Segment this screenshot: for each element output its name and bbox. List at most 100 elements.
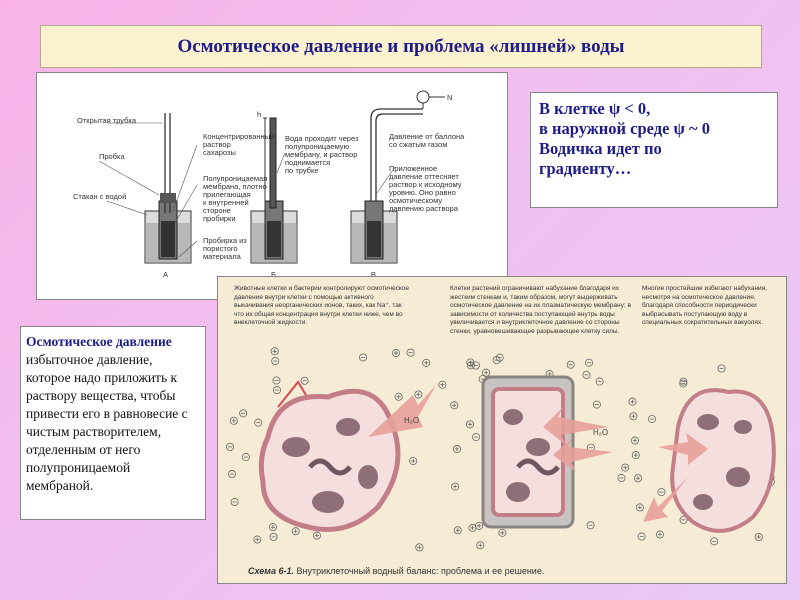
ion-symbol <box>241 453 250 462</box>
label-membrane-2: мембрана, плотно <box>203 182 267 191</box>
ion-symbol <box>472 433 481 442</box>
plant-cell <box>481 375 613 529</box>
scheme-caption-bold: Схема 6-1. <box>248 566 294 576</box>
ion-symbol <box>450 401 459 410</box>
ion-symbol <box>300 376 309 385</box>
ion-symbol <box>392 349 401 358</box>
plus-sign <box>500 530 505 535</box>
ion-symbol <box>629 412 638 421</box>
label-applied-6: давлению раствора <box>389 204 459 213</box>
scheme-caption-text: Внутриклеточный водный баланс: проблема … <box>296 566 545 576</box>
plus-sign <box>293 529 298 534</box>
label-water-4: поднимается <box>285 158 330 167</box>
label-pressure-1: Давление от баллона <box>389 132 465 141</box>
plus-sign <box>756 535 761 540</box>
note-line-3: Водичка идет по <box>539 139 662 158</box>
osmotic-pressure-definition: Осмотическое давление избыточное давлени… <box>20 326 206 520</box>
plus-sign <box>255 537 260 542</box>
ion-symbol <box>312 531 321 540</box>
plus-sign <box>424 360 429 365</box>
ion-symbol <box>272 376 281 385</box>
ion-symbol <box>582 370 591 379</box>
h2o-label-2: H₂O <box>593 428 608 437</box>
figure-a <box>144 113 192 264</box>
ion-symbol <box>406 348 415 357</box>
ion-symbol <box>226 442 235 451</box>
label-concentrated-2: раствор <box>203 140 231 149</box>
label-beaker: Стакан с водой <box>73 192 126 201</box>
ion-symbol <box>595 377 604 386</box>
plus-sign <box>455 528 460 533</box>
label-membrane-5: стороне <box>203 206 231 215</box>
ion-symbol <box>637 532 646 541</box>
ion-symbol <box>409 457 418 466</box>
figure-c <box>350 90 445 264</box>
ion-symbol <box>270 347 279 356</box>
plus-sign <box>454 447 459 452</box>
definition-body: избыточное давление, которое надо прилож… <box>26 352 188 493</box>
label-membrane-4: к внутренней <box>203 198 249 207</box>
plus-sign <box>631 414 636 419</box>
ion-symbol <box>710 537 719 546</box>
label-applied-3: раствор к исходному <box>389 180 462 189</box>
plus-sign <box>470 525 475 530</box>
plus-sign <box>396 394 401 399</box>
ion-symbol <box>268 523 277 532</box>
label-h: h <box>257 110 261 119</box>
scheme-caption: Схема 6-1. Внутриклеточный водный баланс… <box>248 566 544 576</box>
ion-symbol <box>717 364 726 373</box>
note-line-1: В клетке ψ < 0, <box>539 99 651 118</box>
label-applied-5: осмотическому <box>389 196 442 205</box>
label-membrane-6: пробирки <box>203 214 236 223</box>
ion-symbol <box>415 543 424 552</box>
ion-symbol <box>586 521 595 530</box>
ion-symbol <box>634 474 643 483</box>
ion-symbol <box>655 530 664 539</box>
ion-symbol <box>635 503 644 512</box>
ion-symbol <box>273 386 282 395</box>
plus-sign <box>657 532 662 537</box>
note-line-4: градиенту… <box>539 159 632 178</box>
scheme-illustration: H₂O H₂O <box>226 347 776 552</box>
label-membrane-3: прилегающая <box>203 190 251 199</box>
ion-symbol <box>630 436 639 445</box>
definition-term: Осмотическое давление <box>26 334 172 349</box>
ion-symbol <box>498 528 507 537</box>
plus-sign <box>417 545 422 550</box>
ion-symbol <box>291 527 300 536</box>
label-pressure-2: со сжатым газом <box>389 140 447 149</box>
ion-symbol <box>229 416 238 425</box>
osmosis-apparatus-diagram: Открытая трубка Пробка Стакан с водой Ко… <box>36 72 508 300</box>
plus-sign <box>272 349 277 354</box>
ion-symbol <box>465 420 474 429</box>
plus-sign <box>547 372 552 377</box>
label-fig-c: В <box>371 270 376 279</box>
plus-sign <box>478 543 483 548</box>
plus-sign <box>411 459 416 464</box>
plus-sign <box>477 523 482 528</box>
h2o-label-1: H₂O <box>404 416 419 425</box>
label-water-5: по трубке <box>285 166 319 175</box>
label-fig-a: А <box>163 270 168 279</box>
ion-symbol <box>422 358 431 367</box>
ion-symbol <box>451 482 460 491</box>
ion-symbol <box>492 356 501 365</box>
ion-symbol <box>754 533 763 542</box>
ion-symbol <box>476 541 485 550</box>
ion-symbol <box>466 358 475 367</box>
ion-symbol <box>230 498 239 507</box>
label-porous-tube-2: пористого <box>203 244 238 253</box>
label-stopper: Пробка <box>99 152 125 161</box>
label-applied-1: Приложенное <box>389 164 437 173</box>
note-line-2: в наружной среде ψ ~ 0 <box>539 119 710 138</box>
plus-sign <box>632 438 637 443</box>
ion-symbol <box>621 463 630 472</box>
protozoa-cell <box>643 388 776 533</box>
plus-sign <box>394 351 399 356</box>
ion-symbol <box>657 488 666 497</box>
ion-symbol <box>468 523 477 532</box>
label-applied-4: уровню. Оно равно <box>389 188 456 197</box>
plus-sign <box>270 525 275 530</box>
ion-symbol <box>466 361 475 370</box>
plus-sign <box>637 505 642 510</box>
